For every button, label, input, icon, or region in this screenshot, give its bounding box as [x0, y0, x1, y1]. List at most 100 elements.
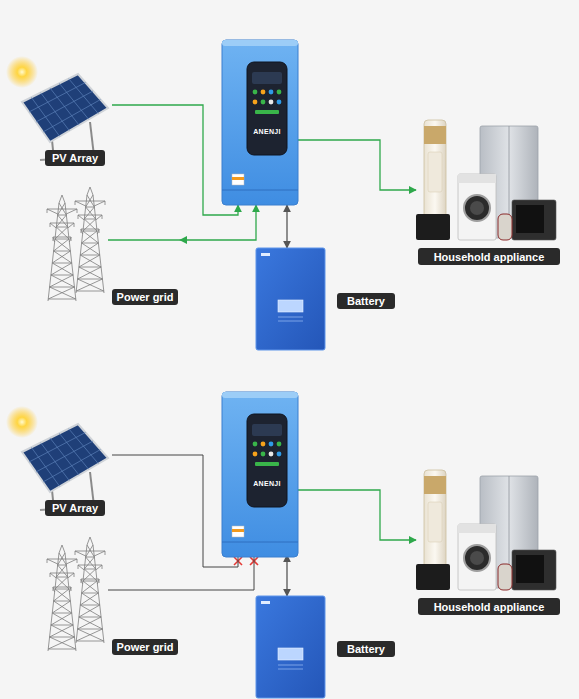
power-grid-node: Power grid — [40, 535, 180, 656]
tower-strut — [76, 545, 87, 643]
microwave — [512, 200, 556, 240]
tower-strut — [78, 267, 102, 279]
node-label: Battery — [337, 641, 395, 657]
tower-strut — [86, 195, 93, 207]
screen-icon — [269, 100, 274, 105]
tower-strut — [78, 565, 84, 570]
screen-icon — [261, 100, 266, 105]
pv-array-node: PV Array — [10, 412, 112, 518]
tower-strut — [52, 263, 71, 264]
sun-glow — [6, 56, 38, 88]
tower-strut — [50, 223, 51, 227]
tower-strut — [76, 641, 104, 642]
screen-icon — [253, 442, 258, 447]
tower-strut — [59, 553, 66, 565]
tower-strut — [69, 237, 71, 242]
tower-strut — [86, 207, 95, 208]
tower-strut — [81, 579, 99, 580]
tower-strut — [79, 267, 103, 279]
screen-icon — [269, 452, 274, 457]
tower-strut — [93, 545, 104, 643]
tower-strut — [83, 231, 97, 232]
tower-strut — [71, 237, 72, 241]
tower-strut — [56, 577, 69, 589]
screen-icon — [277, 452, 282, 457]
microwave — [512, 550, 556, 590]
screen-display — [252, 72, 282, 84]
tower-strut — [65, 553, 76, 651]
tower-strut — [74, 573, 75, 577]
tower-strut — [79, 605, 100, 617]
tower-strut — [79, 617, 101, 618]
tower-strut — [80, 605, 99, 606]
tower-strut — [87, 545, 94, 557]
tower-strut — [84, 569, 97, 581]
tower-strut — [48, 553, 59, 651]
tower-strut — [53, 587, 71, 588]
tower-strut — [97, 579, 99, 584]
grid-wire-stub — [108, 590, 180, 591]
tower-strut — [50, 625, 74, 637]
tower-strut — [94, 201, 105, 206]
tower-strut — [76, 279, 102, 291]
tower-strut — [82, 593, 100, 605]
tower-strut — [48, 203, 59, 301]
inverter-body — [222, 392, 298, 557]
tower-strut — [78, 565, 79, 569]
inverter-top — [222, 392, 298, 398]
washer-door — [464, 545, 490, 571]
tower-strut — [51, 625, 73, 626]
washer-glass — [470, 201, 484, 215]
tower-strut — [59, 545, 62, 553]
washer-panel — [458, 174, 496, 183]
tower-strut — [86, 545, 93, 557]
tower-strut — [52, 613, 73, 625]
rice-cooker — [498, 214, 512, 240]
tower-strut — [56, 577, 67, 578]
tower-strut — [54, 239, 69, 251]
battery-node: Battery — [256, 248, 397, 350]
solar-panel — [22, 74, 108, 142]
panel-cell-line — [29, 83, 86, 113]
tower-strut — [48, 299, 76, 300]
node-illustration — [40, 185, 180, 306]
node-label: PV Array — [45, 500, 105, 516]
inverter-node: ANENJI — [222, 392, 298, 555]
tower-strut — [83, 219, 96, 231]
node-illustration — [40, 535, 180, 656]
tower-strut — [50, 223, 56, 228]
battery-body — [256, 248, 325, 350]
brand-text: ANENJI — [247, 480, 287, 490]
tower-strut — [53, 587, 54, 591]
inverter-seam — [222, 190, 298, 191]
tower-strut — [71, 587, 72, 591]
tower-strut — [76, 195, 87, 293]
tower-strut — [52, 263, 73, 275]
washer-glass — [470, 551, 484, 565]
tower-strut — [78, 565, 102, 566]
tower-strut — [76, 291, 104, 292]
tower-strut — [47, 559, 48, 563]
tower-strut — [81, 229, 99, 230]
tower-strut — [48, 637, 74, 649]
tower-strut — [81, 579, 83, 584]
node-illustration — [416, 468, 562, 616]
tower-strut — [75, 201, 86, 206]
tower-strut — [78, 215, 79, 219]
tower-strut — [81, 229, 83, 234]
tower-strut — [50, 637, 76, 649]
battery-display — [278, 300, 303, 312]
tower-strut — [84, 207, 94, 219]
warning-stripe — [232, 177, 244, 180]
tower-strut — [84, 219, 95, 220]
inverter-body — [222, 40, 298, 205]
tower-strut — [56, 565, 66, 577]
speaker-unit — [416, 564, 450, 590]
panel-cell-line — [43, 450, 101, 483]
inverter-node: ANENJI — [222, 40, 298, 205]
transmission-tower — [47, 545, 77, 651]
tower-strut — [62, 545, 65, 553]
tower-strut — [54, 589, 69, 601]
tower-strut — [48, 287, 74, 299]
tower-strut — [78, 279, 103, 280]
